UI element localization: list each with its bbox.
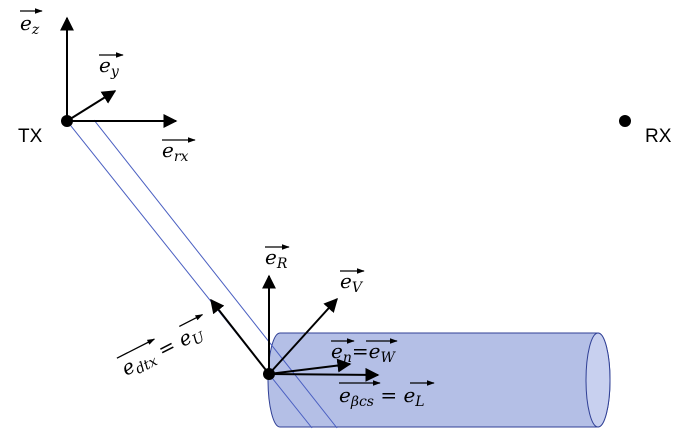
svg-text:eV: eV <box>340 269 364 296</box>
overarrow <box>178 314 204 327</box>
label-e-v: eV <box>340 268 365 296</box>
vector-subscript: y <box>110 64 120 80</box>
rx-label: RX <box>645 126 672 147</box>
vector-base: e <box>162 138 174 162</box>
label-e-beta-equals-e-l: eβcs = eL <box>339 380 435 410</box>
svg-text:erx: erx <box>162 138 189 165</box>
vector-base: e <box>339 383 351 407</box>
vector-base: e <box>403 383 415 407</box>
cylinder-end-cap <box>585 332 611 428</box>
vector-base: e <box>369 339 381 363</box>
label-e-r: eR <box>265 244 290 272</box>
equals-sign: = <box>352 339 369 363</box>
label-e-rx: erx <box>162 137 196 165</box>
surface-point-dot <box>263 368 275 380</box>
vector-subscript: n <box>343 350 352 366</box>
vector-subscript: R <box>276 256 288 272</box>
cylinder-body <box>267 332 611 428</box>
vector-base: e <box>265 245 277 269</box>
svg-text:ey: ey <box>99 53 120 80</box>
svg-text:eR: eR <box>265 245 288 272</box>
beam-line-1 <box>66 120 313 429</box>
label-e-z: ez <box>20 8 43 38</box>
tx-label: TX <box>18 126 43 147</box>
vector-base: e <box>20 11 32 35</box>
e-l-arrow <box>268 367 380 382</box>
vector-subscript: βcs <box>350 394 374 410</box>
vector-base: e <box>331 339 343 363</box>
vector-subscript: rx <box>174 149 189 165</box>
rx-dot <box>619 115 631 127</box>
svg-text:eβcs = eL: eβcs = eL <box>339 383 425 410</box>
e-v-arrow <box>268 297 338 375</box>
beam-line-2 <box>93 119 338 429</box>
tx-frame <box>60 16 178 128</box>
vector-base: e <box>340 269 352 293</box>
vector-subscript: W <box>380 350 396 366</box>
label-e-dtx-equals-e-u: edtx = eU <box>116 314 209 380</box>
vector-subscript: V <box>352 280 364 296</box>
label-e-n-equals-e-w: en=eW <box>331 338 398 366</box>
e-u-arrow <box>210 298 270 375</box>
label-e-y: ey <box>99 52 124 80</box>
cylinder <box>267 332 611 428</box>
e-y-arrow <box>66 90 117 122</box>
overarrow <box>116 338 156 359</box>
svg-text:en=eW: en=eW <box>331 339 396 366</box>
vector-subscript: L <box>414 394 424 410</box>
surface-frame <box>210 274 380 382</box>
svg-text:ez: ez <box>20 11 40 38</box>
equals-sign: = <box>374 383 403 407</box>
tx-dot <box>61 115 73 127</box>
vector-base: e <box>99 53 111 77</box>
vector-subscript: z <box>31 22 40 38</box>
e-n-arrow <box>268 358 352 375</box>
